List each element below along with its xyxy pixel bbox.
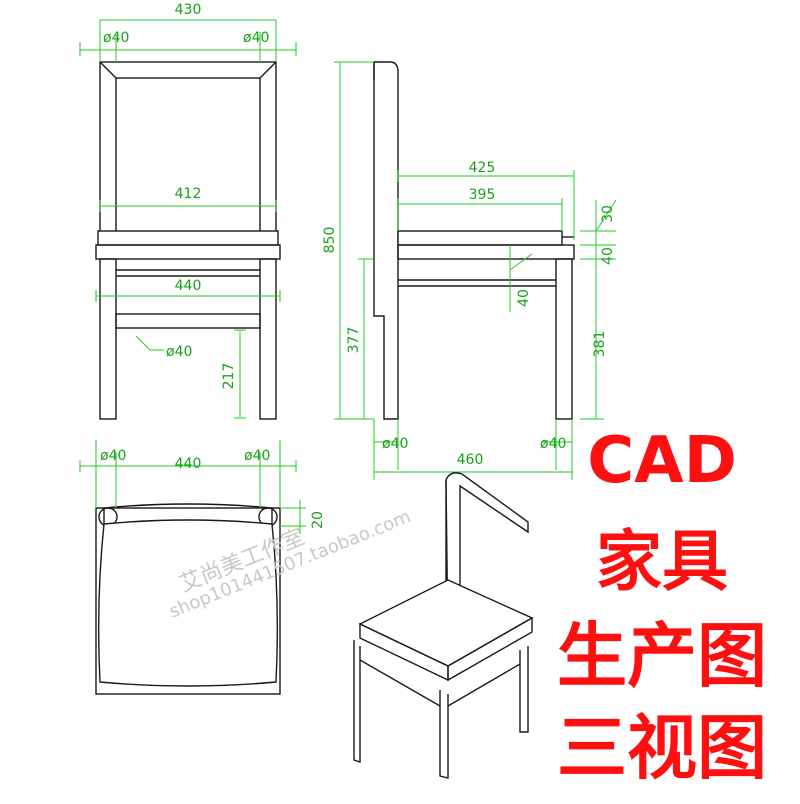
front-back-frame-inner <box>115 77 261 235</box>
dim-front-stretcher-height: 217 <box>221 363 237 390</box>
dim-side-seat-depth-outer: 425 <box>469 160 496 176</box>
front-dimensions: 430 ø40 ø40 412 440 ø40 217 <box>79 2 297 419</box>
side-seat-rail <box>397 244 575 260</box>
headline-line-1: CAD <box>587 424 737 498</box>
headline: CAD 家具 生产图 三视图 <box>557 424 767 789</box>
iso-leg-front-right <box>439 690 449 779</box>
front-miter-right <box>259 61 277 79</box>
iso-stretcher-front <box>359 659 441 707</box>
dim-top-right-dia: ø40 <box>244 448 270 464</box>
top-frame-outline <box>95 507 281 695</box>
front-miter-left <box>99 61 117 79</box>
dim-side-apron-depth-a: 40 <box>600 247 616 265</box>
side-back-post <box>373 61 399 420</box>
dim-front-leg-dia: ø40 <box>166 344 192 360</box>
isometric-view <box>353 472 534 779</box>
dim-front-overall-width: 430 <box>175 2 202 18</box>
side-dimensions: 850 377 425 395 30 40 40 381 ø40 <box>322 61 617 480</box>
dim-front-back-inner-width: 412 <box>175 186 202 202</box>
iso-stretcher-side <box>447 663 521 707</box>
dim-top-left-dia: ø40 <box>100 448 126 464</box>
iso-cushion-top <box>358 579 534 667</box>
iso-leg-back-right <box>519 646 529 733</box>
dim-side-leg-dia-left: ø40 <box>382 436 408 452</box>
top-cushion <box>97 519 279 687</box>
dim-top-offset: 20 <box>310 511 326 529</box>
dim-side-cushion-thickness: 30 <box>600 205 616 223</box>
iso-back-post <box>445 472 529 648</box>
side-cushion <box>397 230 563 246</box>
dim-side-base-depth: 460 <box>457 452 484 468</box>
front-seat-rail <box>95 244 281 260</box>
dim-side-total-height: 850 <box>322 227 338 254</box>
iso-leg-front-left <box>353 640 361 763</box>
dim-side-seat-height: 377 <box>346 327 362 354</box>
dim-top-width: 440 <box>175 456 202 472</box>
side-view <box>373 61 575 420</box>
front-leg-left <box>99 258 117 420</box>
dim-front-top-right-dia: ø40 <box>243 30 269 46</box>
top-dimensions: ø40 440 ø40 20 <box>79 440 326 534</box>
top-view <box>95 503 281 695</box>
dim-side-apron-depth-b: 40 <box>516 289 532 307</box>
iso-cushion-right-face <box>447 616 533 682</box>
front-cushion <box>97 230 279 246</box>
dim-side-leg-dia-right: ø40 <box>540 436 566 452</box>
front-back-frame-outer <box>99 61 277 235</box>
dim-side-rear-height: 381 <box>592 331 608 358</box>
front-leg-right <box>259 258 277 420</box>
headline-line-3: 生产图 <box>557 615 767 697</box>
dim-side-seat-depth-inner: 395 <box>469 187 496 203</box>
dim-front-rail-width: 440 <box>175 278 202 294</box>
front-view <box>95 61 281 420</box>
headline-line-2: 家具 <box>596 523 728 600</box>
headline-line-4: 三视图 <box>557 707 767 789</box>
side-leg-front <box>555 258 573 420</box>
front-stretcher-lower <box>115 313 261 329</box>
